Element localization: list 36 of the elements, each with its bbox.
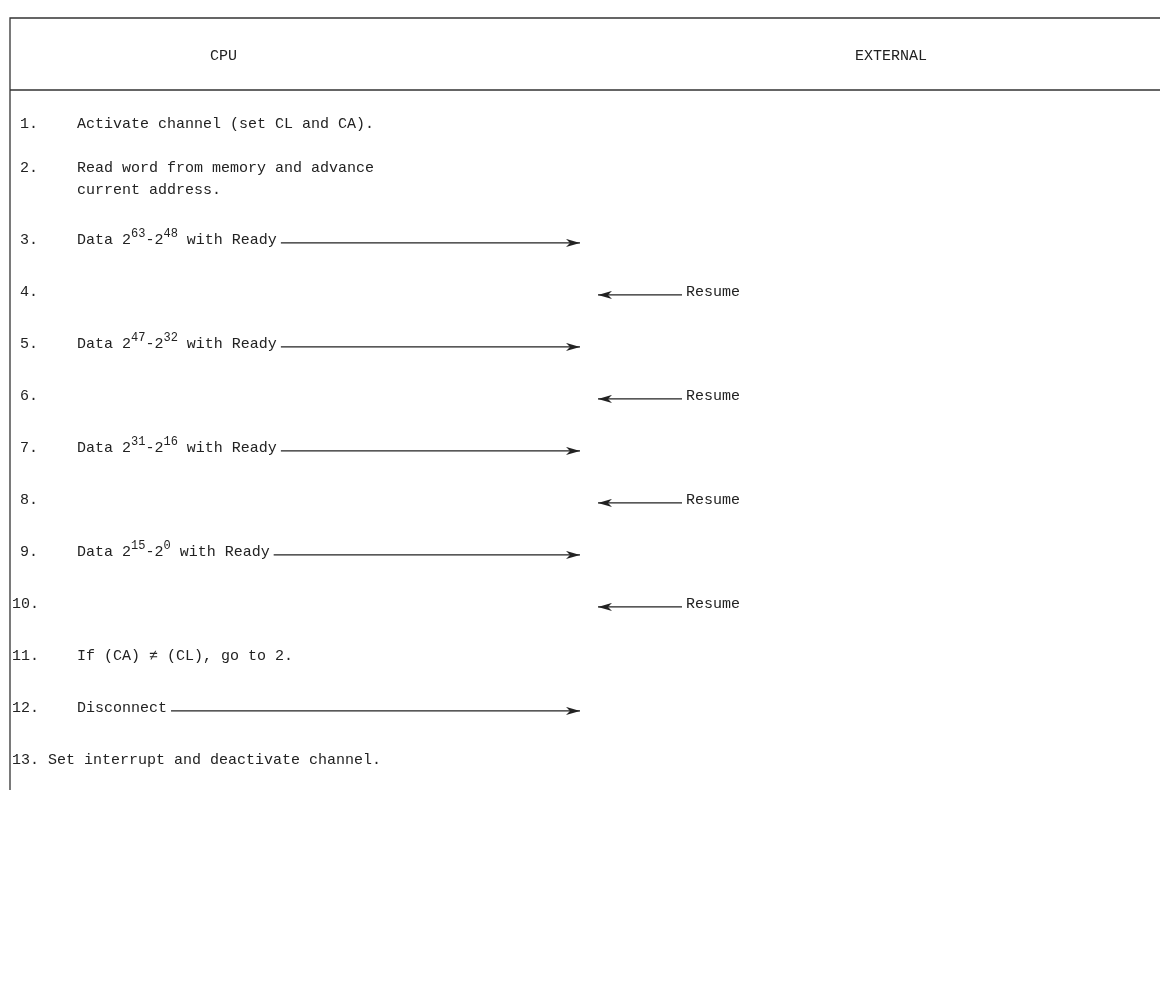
arrow bbox=[280, 342, 581, 351]
step-number: 6. bbox=[20, 387, 38, 407]
step-number: 5. bbox=[20, 335, 38, 355]
step-number: 11. bbox=[12, 647, 39, 667]
step-number: 1. bbox=[20, 115, 38, 135]
step-text: If (CA) ≠ (CL), go to 2. bbox=[77, 647, 294, 667]
arrow bbox=[280, 446, 581, 455]
column-header: CPU bbox=[210, 47, 237, 67]
signal-text: Data 2$^{31}$-2$^{16}$ with Ready bbox=[77, 438, 277, 460]
signal-text: Data 2$^{63}$-2$^{48}$ with Ready bbox=[77, 230, 277, 252]
signal-text: Resume bbox=[686, 386, 740, 408]
step-number: 12. bbox=[12, 699, 39, 719]
step-number: 9. bbox=[20, 543, 38, 563]
signal-text: Resume bbox=[686, 282, 740, 304]
signal-text: Data 2$^{47}$-2$^{32}$ with Ready bbox=[77, 334, 277, 356]
step-text: Read word from memory and advance current address. bbox=[77, 159, 376, 201]
arrow bbox=[280, 238, 581, 247]
step-number: 3. bbox=[20, 231, 38, 251]
step-text: Activate channel (set CL and CA). bbox=[77, 115, 375, 135]
signal-text: Disconnect bbox=[77, 698, 167, 720]
step-number: 8. bbox=[20, 491, 38, 511]
step-number: 7. bbox=[20, 439, 38, 459]
step-number: 10. bbox=[12, 595, 39, 615]
signal-text: Resume bbox=[686, 490, 740, 512]
arrow bbox=[597, 602, 683, 611]
step-text: 13. Set interrupt and deactivate channel. bbox=[12, 751, 382, 771]
arrow bbox=[597, 394, 683, 403]
arrow bbox=[597, 290, 683, 299]
signal-text: Data 2$^{15}$-2$^{0}$ with Ready bbox=[77, 542, 270, 564]
arrow bbox=[273, 550, 581, 559]
arrow bbox=[597, 498, 683, 507]
signal-text: Resume bbox=[686, 594, 740, 616]
step-number: 2. bbox=[20, 159, 38, 179]
step-number: 4. bbox=[20, 283, 38, 303]
column-header: EXTERNAL bbox=[855, 47, 927, 67]
arrow bbox=[170, 706, 581, 715]
